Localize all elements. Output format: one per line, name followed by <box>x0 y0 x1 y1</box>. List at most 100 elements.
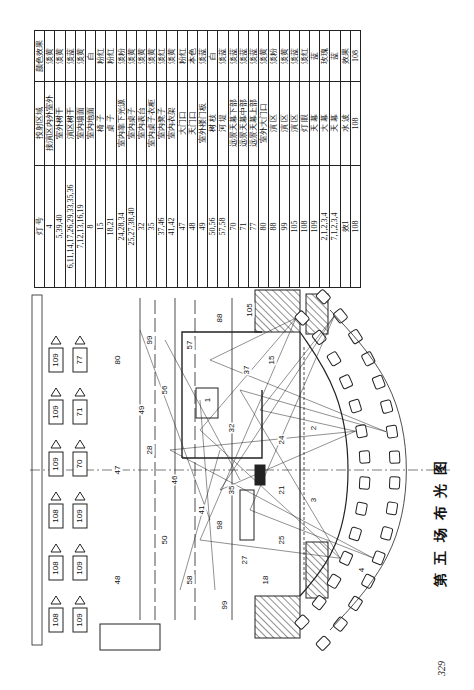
table-cell: 室内凳子 <box>157 81 167 165</box>
table-cell-text: 大门口 <box>178 111 187 135</box>
table-row: 41,42室内衣架淡黄 <box>167 31 177 288</box>
table-cell: 57,58 <box>218 165 228 287</box>
table-cell: 15 <box>96 165 106 287</box>
table-cell: 室内地面 <box>85 81 95 165</box>
table-cell-text: 71 <box>239 222 248 230</box>
table-cell: 白 <box>85 31 95 82</box>
light-beam <box>250 316 334 510</box>
batten-line <box>195 298 196 620</box>
table-row: 8室内地面白 <box>85 31 95 288</box>
table-cell-text: 远景天幕上部 <box>249 99 258 147</box>
table-cell: 108 <box>350 165 360 287</box>
table-cell: 天 幕 <box>330 81 340 165</box>
callout-number: 57 <box>186 340 195 351</box>
table-cell: 88 <box>269 165 279 287</box>
table-cell-text: 淡粉 <box>269 48 278 64</box>
table-cell-text: 淡黄 <box>147 48 156 64</box>
table-row: 77远景天幕上部淡蓝 <box>248 31 258 288</box>
table-cell-text: 天门口 <box>188 111 197 135</box>
table-cell-text: 淡黄 <box>127 48 136 64</box>
callout-number: 15 <box>268 355 277 366</box>
table-cell: 淡黄 <box>55 31 65 82</box>
cyclorama-lamp <box>49 556 63 580</box>
light-beam <box>240 390 386 432</box>
foh-lamp <box>355 502 367 516</box>
table-cell-text: 灯 眼 <box>300 114 309 132</box>
foh-lamp <box>348 329 363 345</box>
table-cell: 淡黄 <box>147 31 157 82</box>
foh-lamp <box>348 596 363 612</box>
foh-lamp <box>386 502 398 515</box>
table-cell: 树 枝 <box>208 81 218 165</box>
table-cell-text: 室内衣架 <box>167 107 176 139</box>
table-cell-text: 15 <box>96 222 105 230</box>
table-cell: 71 <box>238 165 248 287</box>
light-beam <box>140 330 210 520</box>
table-cell: 35 <box>147 165 157 287</box>
page-number: 329 <box>436 661 447 676</box>
foh-arc <box>330 310 406 630</box>
frame-box <box>100 624 160 650</box>
table-cell-text: 淡蓝 <box>198 48 207 64</box>
table-cell-text: 108 <box>351 220 360 232</box>
table-cell: 桌 子 <box>106 81 116 165</box>
light-beam <box>240 390 340 558</box>
table-cell: 投射区域 <box>35 81 45 165</box>
table-cell-text: 室内靠下光源 <box>117 99 126 147</box>
table-cell-text: 淡粉 <box>117 48 126 64</box>
table-row: 32室内表台淡黄 <box>136 31 146 288</box>
table-row: 5,39,40室外树干淡黄 <box>55 31 65 288</box>
table-cell: 玫瑰 <box>320 31 330 82</box>
table-cell-text: 蓝 <box>330 52 339 60</box>
table-cell: 淡蓝 <box>218 31 228 82</box>
table-cell-text: 室内凳子 <box>157 107 166 139</box>
table-cell-text: 效果 <box>341 48 350 64</box>
table-cell-text: 天 幕 <box>330 114 339 132</box>
table-cell-text: 远景天幕下部 <box>229 99 238 147</box>
proscenium-wall <box>255 290 300 332</box>
table-cell: 蓝 <box>310 31 320 82</box>
lamp-symbol <box>51 492 61 500</box>
cyclorama-lamp <box>49 608 63 632</box>
table-cell: 本色 <box>187 31 197 82</box>
foh-lamp <box>312 595 327 611</box>
cyclorama-lamp <box>73 400 87 424</box>
table-cell: 蓝 <box>330 31 340 82</box>
table-cell: 淡蓝 <box>248 31 258 82</box>
table-cell: 淡红 <box>157 31 167 82</box>
table-row: 4接演区内外室外淡黄 <box>45 31 55 288</box>
callout-number: 35 <box>228 485 237 496</box>
table-cell: 淡黄 <box>126 31 136 82</box>
foh-lamp <box>294 310 310 326</box>
foh-lamp <box>349 399 362 413</box>
table-cell: 99 <box>279 165 289 287</box>
table-cell: 淡黄 <box>279 31 289 82</box>
cyclorama-lamp <box>49 348 63 372</box>
table-cell-text: 白 <box>86 52 95 60</box>
table-row: 37,46 室内凳子 淡红 <box>157 31 167 288</box>
proscenium-line <box>299 332 300 596</box>
cyclorama-lamp <box>73 504 87 528</box>
table-cell: 室内墙面 <box>75 81 85 165</box>
table-row: 48天门口本色 <box>187 31 197 288</box>
table-cell-text: 椅 子 <box>96 114 105 132</box>
table-cell-text: 淡红 <box>300 48 309 64</box>
table-cell: 效果 <box>340 31 350 82</box>
table-cell-text: 淡黄 <box>55 48 64 64</box>
callout-number: 48 <box>114 575 123 586</box>
table-cell: 5,39,40 <box>55 165 65 287</box>
foh-lamp <box>361 351 375 366</box>
foh-lamp <box>315 635 331 651</box>
table-cell-text: 35 <box>147 222 156 230</box>
table-cell-text: 108 <box>351 117 360 129</box>
table-cell: 37,46 <box>157 165 167 287</box>
cyclorama-lamp <box>73 556 87 580</box>
callout-number: 88 <box>216 313 225 324</box>
table-cell-text: 淡红 <box>157 48 166 64</box>
table-cell: 淡蓝 <box>65 31 75 82</box>
table-cell-text: 5,39,40 <box>55 214 64 238</box>
foh-lamp <box>294 614 310 630</box>
table-cell-text: 淡蓝 <box>249 48 258 64</box>
table-row: 50,56树 枝白 <box>208 31 218 288</box>
